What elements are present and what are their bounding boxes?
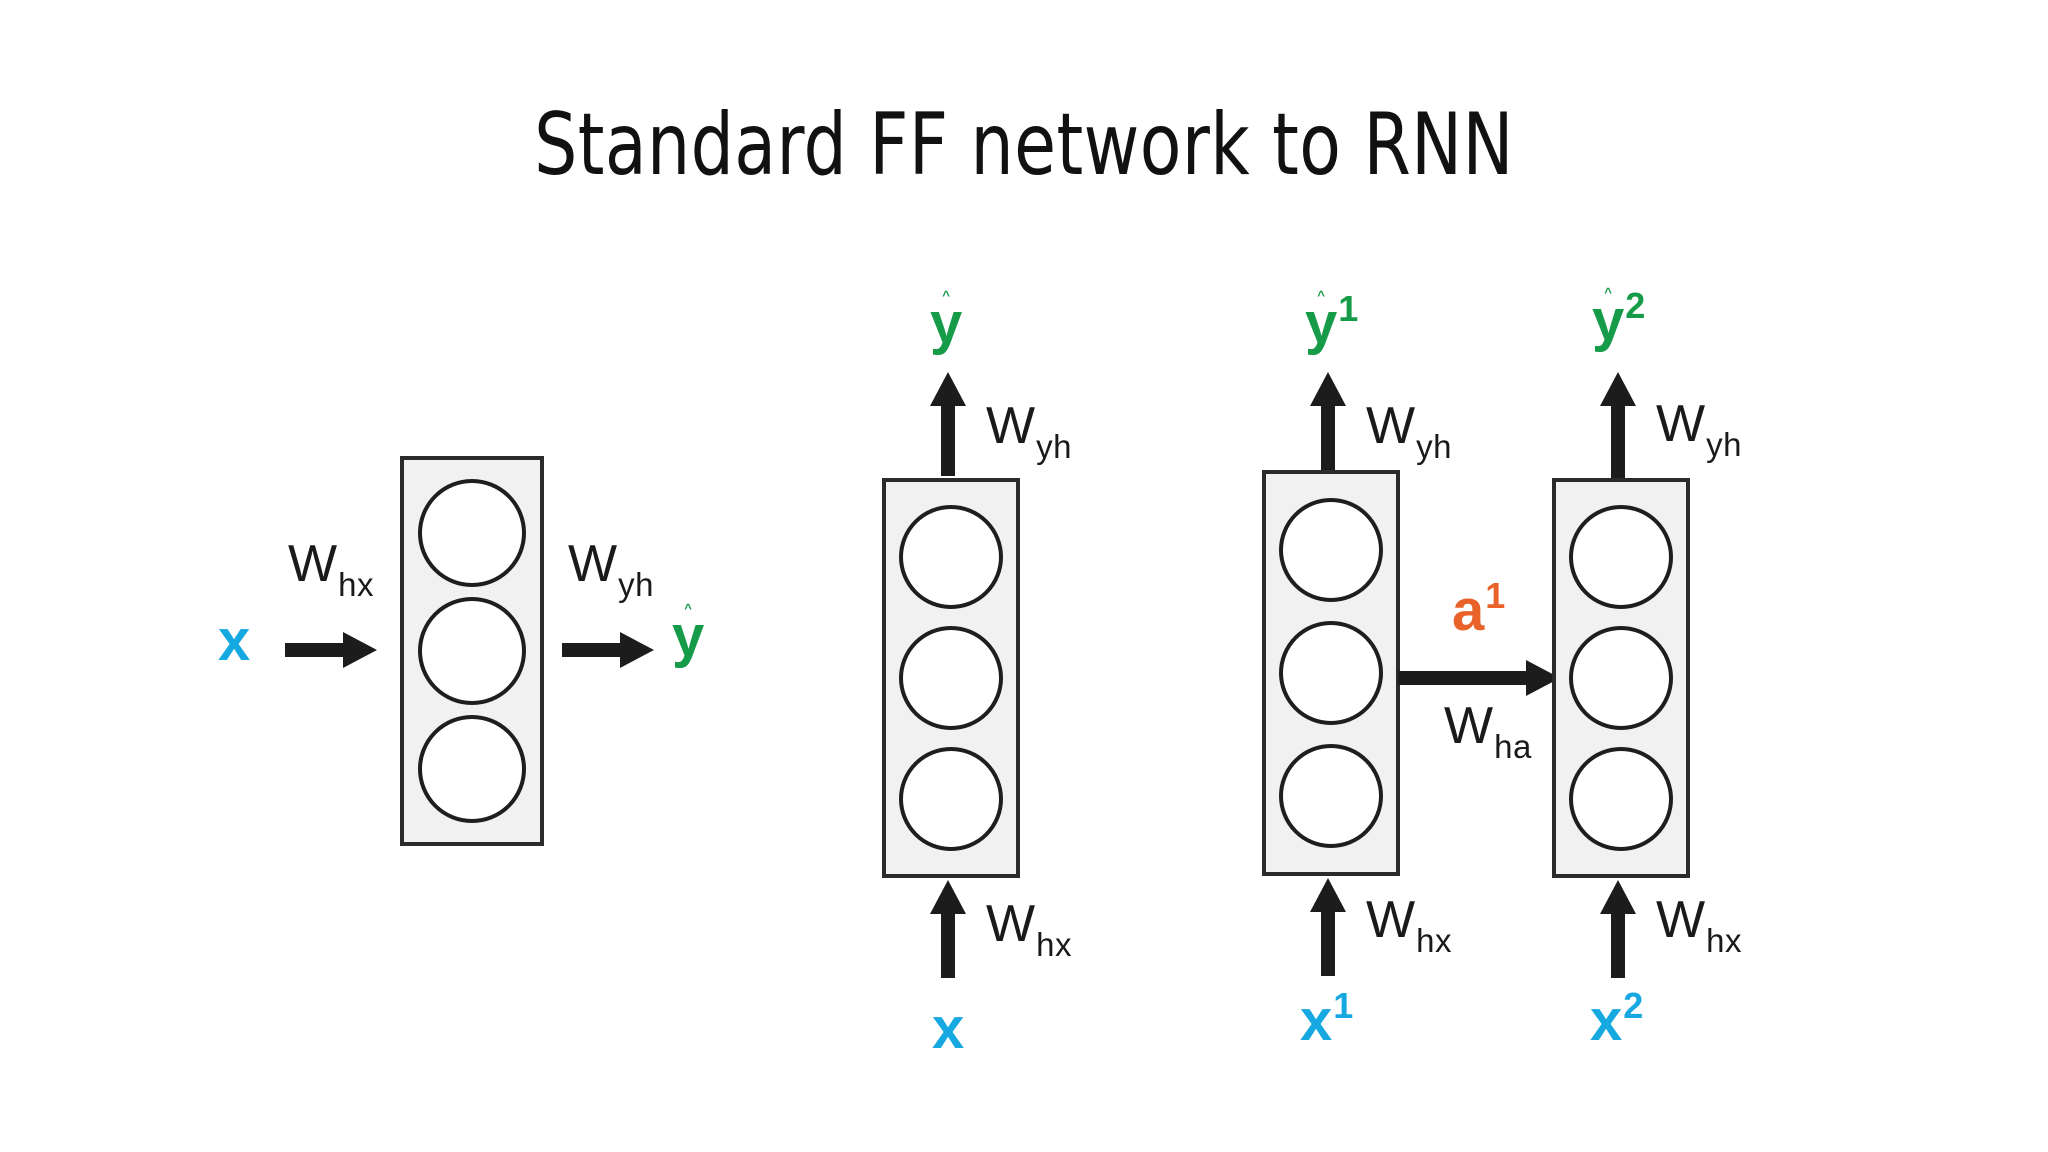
- hat-icon: ^: [684, 600, 692, 616]
- hidden-unit: [899, 504, 1003, 609]
- hidden-unit: [1569, 504, 1673, 609]
- hidden-unit: [899, 747, 1003, 852]
- hidden-layer-box: [400, 456, 544, 846]
- hidden-unit: [1569, 747, 1673, 852]
- input-label-x1: x1: [1300, 985, 1354, 1053]
- page-title: Standard FF network to RNN: [534, 95, 1514, 195]
- arrow-hidden-to-output: [562, 632, 654, 668]
- arrow-head: [620, 632, 654, 668]
- arrow-hidden-to-output: [1600, 372, 1636, 478]
- arrow-input-to-hidden: [1600, 880, 1636, 978]
- arrow-shaft: [941, 908, 955, 978]
- arrow-input-to-hidden: [930, 880, 966, 978]
- output-label-yhat: ^ y: [930, 287, 963, 356]
- weight-label-wyh: Wyh: [568, 535, 654, 603]
- output-label-yhat-2: ^ y 2: [1592, 284, 1646, 353]
- arrow-shaft: [1611, 400, 1625, 478]
- weight-label-wyh: Wyh: [986, 397, 1072, 465]
- weight-label-whx: Whx: [986, 895, 1072, 963]
- arrow-hidden-to-output: [930, 372, 966, 476]
- hidden-layer-box: [1262, 470, 1400, 876]
- hat-icon: ^: [1317, 287, 1325, 303]
- arrow-shaft: [1398, 671, 1530, 685]
- hidden-unit: [418, 597, 526, 705]
- weight-label-wyh: Wyh: [1656, 395, 1742, 463]
- hidden-unit: [1279, 744, 1383, 849]
- arrow-shaft: [1321, 906, 1335, 976]
- hidden-layer-box: [1552, 478, 1690, 878]
- arrow-input-to-hidden: [285, 632, 377, 668]
- arrow-recurrent-connection: [1398, 660, 1560, 696]
- hidden-unit: [1569, 625, 1673, 730]
- arrow-shaft: [1611, 908, 1625, 978]
- hat-icon: ^: [942, 287, 950, 303]
- weight-label-whx: Whx: [1366, 891, 1452, 959]
- recurrent-activation-label-a1: a1: [1452, 575, 1506, 643]
- hidden-unit: [418, 715, 526, 823]
- hidden-unit: [1279, 497, 1383, 602]
- output-label-yhat-1: ^ y 1: [1305, 287, 1359, 356]
- hat-icon: ^: [1604, 284, 1612, 300]
- arrow-shaft: [941, 400, 955, 476]
- hidden-unit: [418, 479, 526, 587]
- weight-label-whx: Whx: [1656, 891, 1742, 959]
- arrow-shaft: [285, 643, 351, 657]
- arrow-shaft: [562, 643, 628, 657]
- arrow-head: [343, 632, 377, 668]
- input-label-x: x: [932, 996, 965, 1061]
- arrow-shaft: [1321, 400, 1335, 476]
- weight-label-wha: Wha: [1444, 697, 1532, 765]
- hidden-layer-box: [882, 478, 1020, 878]
- weight-label-whx: Whx: [288, 535, 374, 603]
- arrow-input-to-hidden: [1310, 878, 1346, 976]
- weight-label-wyh: Wyh: [1366, 397, 1452, 465]
- output-label-yhat: ^ y: [672, 600, 705, 669]
- input-label-x: x: [218, 608, 251, 673]
- arrow-hidden-to-output: [1310, 372, 1346, 476]
- hidden-unit: [899, 625, 1003, 730]
- input-label-x2: x2: [1590, 985, 1644, 1053]
- hidden-unit: [1279, 620, 1383, 725]
